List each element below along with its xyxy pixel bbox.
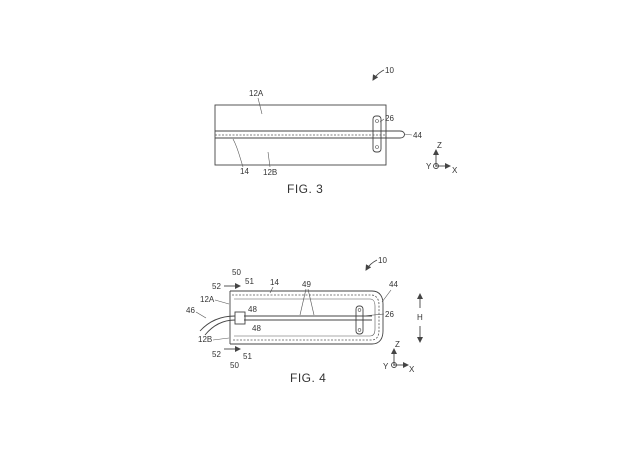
fig4-axis-y-label: Y <box>383 362 389 371</box>
fig4-axis-y-marker <box>391 362 397 368</box>
fig4-label-14: 14 <box>270 278 279 287</box>
fig4-leader-14 <box>269 286 274 294</box>
fig4-ref-label: 10 <box>378 256 387 265</box>
fig4-clip-hole-top <box>357 308 362 312</box>
fig4-leader-44 <box>381 289 392 303</box>
fig4-cable-upper <box>199 315 236 332</box>
figure-4: 10 H 50 52 51 14 12A 46 <box>186 256 423 385</box>
fig4-axis-y-dot <box>393 364 395 366</box>
fig4-label-52-bottom: 52 <box>212 350 221 359</box>
fig4-axis-x-label: X <box>409 365 415 374</box>
fig4-label-12a: 12A <box>200 295 215 304</box>
fig3-axis-y-marker <box>433 163 439 169</box>
fig3-label-26: 26 <box>385 114 394 123</box>
fig3-axis-z-label: Z <box>437 141 442 150</box>
fig4-label-50-top: 50 <box>232 268 241 277</box>
fig3-clip-hole-bottom <box>375 145 379 149</box>
fig3-label-12a: 12A <box>249 89 264 98</box>
fig3-ref-label: 10 <box>385 66 394 75</box>
fig3-leader-26 <box>379 118 385 123</box>
fig4-label-48-bottom: 48 <box>252 324 261 333</box>
fig3-leader-14 <box>232 138 244 168</box>
fig4-cable-lower <box>204 319 236 336</box>
fig4-leader-49-b <box>307 288 315 316</box>
fig4-label-51-top: 51 <box>245 277 254 286</box>
fig3-leader-12a <box>257 97 263 115</box>
figure-3: 10 12A 26 44 14 12B Z Y <box>214 66 458 196</box>
fig4-wrap-inner-layer <box>232 294 380 341</box>
fig4-label-46: 46 <box>186 306 195 315</box>
fig4-connector <box>234 311 246 325</box>
fig4-axis-z-label: Z <box>395 340 400 349</box>
fig3-clip <box>372 115 382 153</box>
fig3-axis-triad: Z Y X <box>426 141 458 175</box>
fig4-wrap-inner-line <box>234 298 376 337</box>
fig3-axis-y-dot <box>435 165 437 167</box>
fig4-leader-12b <box>212 337 230 341</box>
fig3-leader-44 <box>403 133 413 136</box>
fig4-caption: FIG. 4 <box>290 371 326 385</box>
fig4-leader-46 <box>195 311 207 319</box>
fig4-label-51-bottom: 51 <box>243 352 252 361</box>
fig4-height-label: H <box>417 313 423 322</box>
fig4-label-26: 26 <box>385 310 394 319</box>
fig3-label-12b: 12B <box>263 168 277 177</box>
fig4-leader-26 <box>362 313 385 317</box>
fig3-leader-12b <box>267 151 271 168</box>
fig3-label-14: 14 <box>240 167 249 176</box>
fig4-label-48-top: 48 <box>248 305 257 314</box>
fig4-clip <box>355 305 364 335</box>
fig4-label-12b: 12B <box>198 335 212 344</box>
fig4-label-52-top: 52 <box>212 282 221 291</box>
fig3-clip-hole-top <box>375 119 379 123</box>
fig3-caption: FIG. 3 <box>287 182 323 196</box>
fig4-outer-wrap <box>230 290 384 345</box>
fig3-ref-arrow <box>372 69 385 81</box>
fig4-label-44: 44 <box>389 280 398 289</box>
fig3-axis-x-label: X <box>452 166 458 175</box>
fig4-leader-12a <box>214 299 230 305</box>
fig4-axis-triad: Z Y X <box>383 340 415 374</box>
fig4-clip-hole-bottom <box>357 328 362 332</box>
fig4-label-49: 49 <box>302 280 311 289</box>
fig4-label-50-bottom: 50 <box>230 361 239 370</box>
fig3-axis-y-label: Y <box>426 162 432 171</box>
fig4-leader-49-a <box>299 288 307 316</box>
fig3-label-44: 44 <box>413 131 422 140</box>
fig4-ref-arrow <box>365 259 378 271</box>
fig3-tab <box>386 130 405 139</box>
